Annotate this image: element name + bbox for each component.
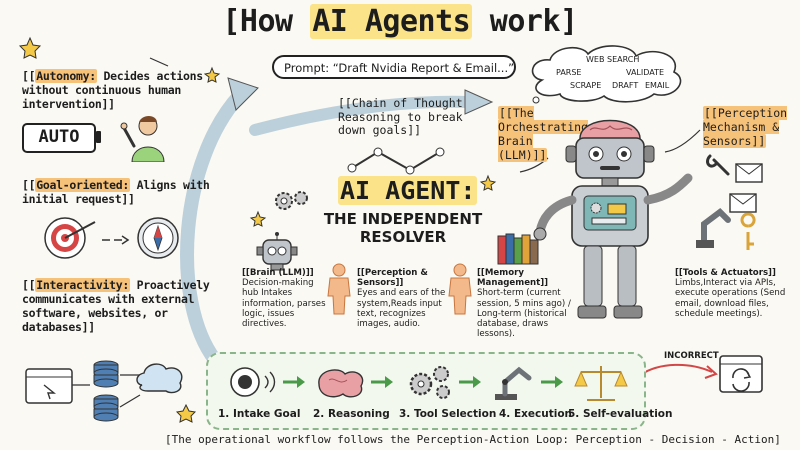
autonomy-key: Autonomy: <box>35 69 97 83</box>
incorrect-label: INCORRECT <box>664 351 719 361</box>
auto-battery: AUTO <box>22 123 96 153</box>
step-reasoning: 2. Reasoning <box>313 408 390 420</box>
agent-title-text: AI AGENT: <box>338 176 478 205</box>
target-compass-icon <box>44 217 179 259</box>
books-icon <box>497 233 539 265</box>
auto-label: AUTO <box>38 127 80 147</box>
goal-key: Goal-oriented: <box>35 178 130 192</box>
star-icon <box>203 66 221 83</box>
robot-illustration <box>533 119 693 319</box>
step-self-evaluation: 5. Self-evaluation <box>568 408 673 420</box>
card-tools-head: [[Tools & Actuators]] <box>675 268 776 278</box>
title-highlight: AI Agents <box>310 4 473 39</box>
person-silhouette-icon <box>327 263 351 315</box>
robot-head-icon <box>256 232 298 271</box>
card-perception: [[Perception & Sensors]] Eyes and ears o… <box>357 268 447 329</box>
cloud-word: VALIDATE <box>626 68 665 77</box>
goal-text: [[Goal-oriented: Aligns with initial req… <box>22 178 210 206</box>
card-memory-body: Short-term (current session, 5 mins ago)… <box>477 288 571 340</box>
thought-cloud-icon <box>531 45 682 104</box>
card-brain-body: Decision-making hub Intakes information,… <box>242 278 326 330</box>
tools-icons <box>696 154 763 250</box>
agent-title: AI AGENT: <box>338 176 478 205</box>
cloud-word: PARSE <box>556 68 582 77</box>
card-brain: [[Brain (LLM)]] Decision-making hub Inta… <box>242 268 328 329</box>
cloud-word: SCRAPE <box>570 81 602 90</box>
star-icon <box>18 36 42 59</box>
workflow-icons <box>230 366 628 401</box>
agent-subtitle-line1: THE INDEPENDENT <box>323 210 483 228</box>
agent-subtitle: THE INDEPENDENT RESOLVER <box>318 210 488 246</box>
cloud-word: EMAIL <box>645 81 670 90</box>
card-brain-head: [[Brain (LLM)]] <box>242 268 314 278</box>
page-title: [How AI Agents work] <box>200 4 600 39</box>
cloud-word: WEB SEARCH <box>586 55 640 64</box>
perception-label: [[Perception Mechanism & Sensors]] <box>703 106 795 148</box>
agent-subtitle-line2: RESOLVER <box>359 228 447 246</box>
star-icon <box>249 210 267 227</box>
title-open: [How <box>222 4 311 39</box>
step-intake-goal: 1. Intake Goal <box>218 408 301 420</box>
step-execution: 4. Execution <box>499 408 573 420</box>
retry-window-icon <box>719 355 763 393</box>
interactivity-text: [[Interactivity: Proactively communicate… <box>22 278 210 334</box>
person-waving-icon <box>120 116 165 162</box>
card-memory-head: [[Memory Management]] <box>477 268 549 289</box>
card-tools-body: Limbs,Interact via APIs, execute operati… <box>675 278 786 319</box>
card-perception-body: Eyes and ears of the system,Reads input … <box>357 288 446 330</box>
card-tools: [[Tools & Actuators]] Limbs,Interact via… <box>675 268 793 319</box>
card-memory: [[Memory Management]] Short-term (curren… <box>477 268 585 339</box>
cloud-word: DRAFT <box>612 81 639 90</box>
perception-label-text: [[Perception Mechanism & Sensors]] <box>703 106 788 148</box>
prompt-text: Prompt: “Draft Nvidia Report & Email...” <box>284 61 515 75</box>
footer-caption: [The operational workflow follows the Pe… <box>165 433 781 446</box>
interactivity-key: Interactivity: <box>35 278 130 292</box>
star-icon <box>479 174 497 191</box>
gears-icon <box>275 191 308 210</box>
step-tool-selection: 3. Tool Selection <box>399 408 497 420</box>
network-icons <box>25 360 183 422</box>
title-close: work] <box>472 4 578 39</box>
star-icon <box>175 403 197 423</box>
autonomy-text: [[Autonomy: Decides actions without cont… <box>22 69 203 111</box>
chain-of-thought-text: [[Chain of Thought Reasoning to break do… <box>338 96 463 137</box>
person-silhouette-icon <box>448 263 472 315</box>
prompt-bubble: Prompt: “Draft Nvidia Report & Email...” <box>272 55 516 79</box>
card-perception-head: [[Perception & Sensors]] <box>357 268 428 289</box>
battery-tip <box>96 131 101 143</box>
